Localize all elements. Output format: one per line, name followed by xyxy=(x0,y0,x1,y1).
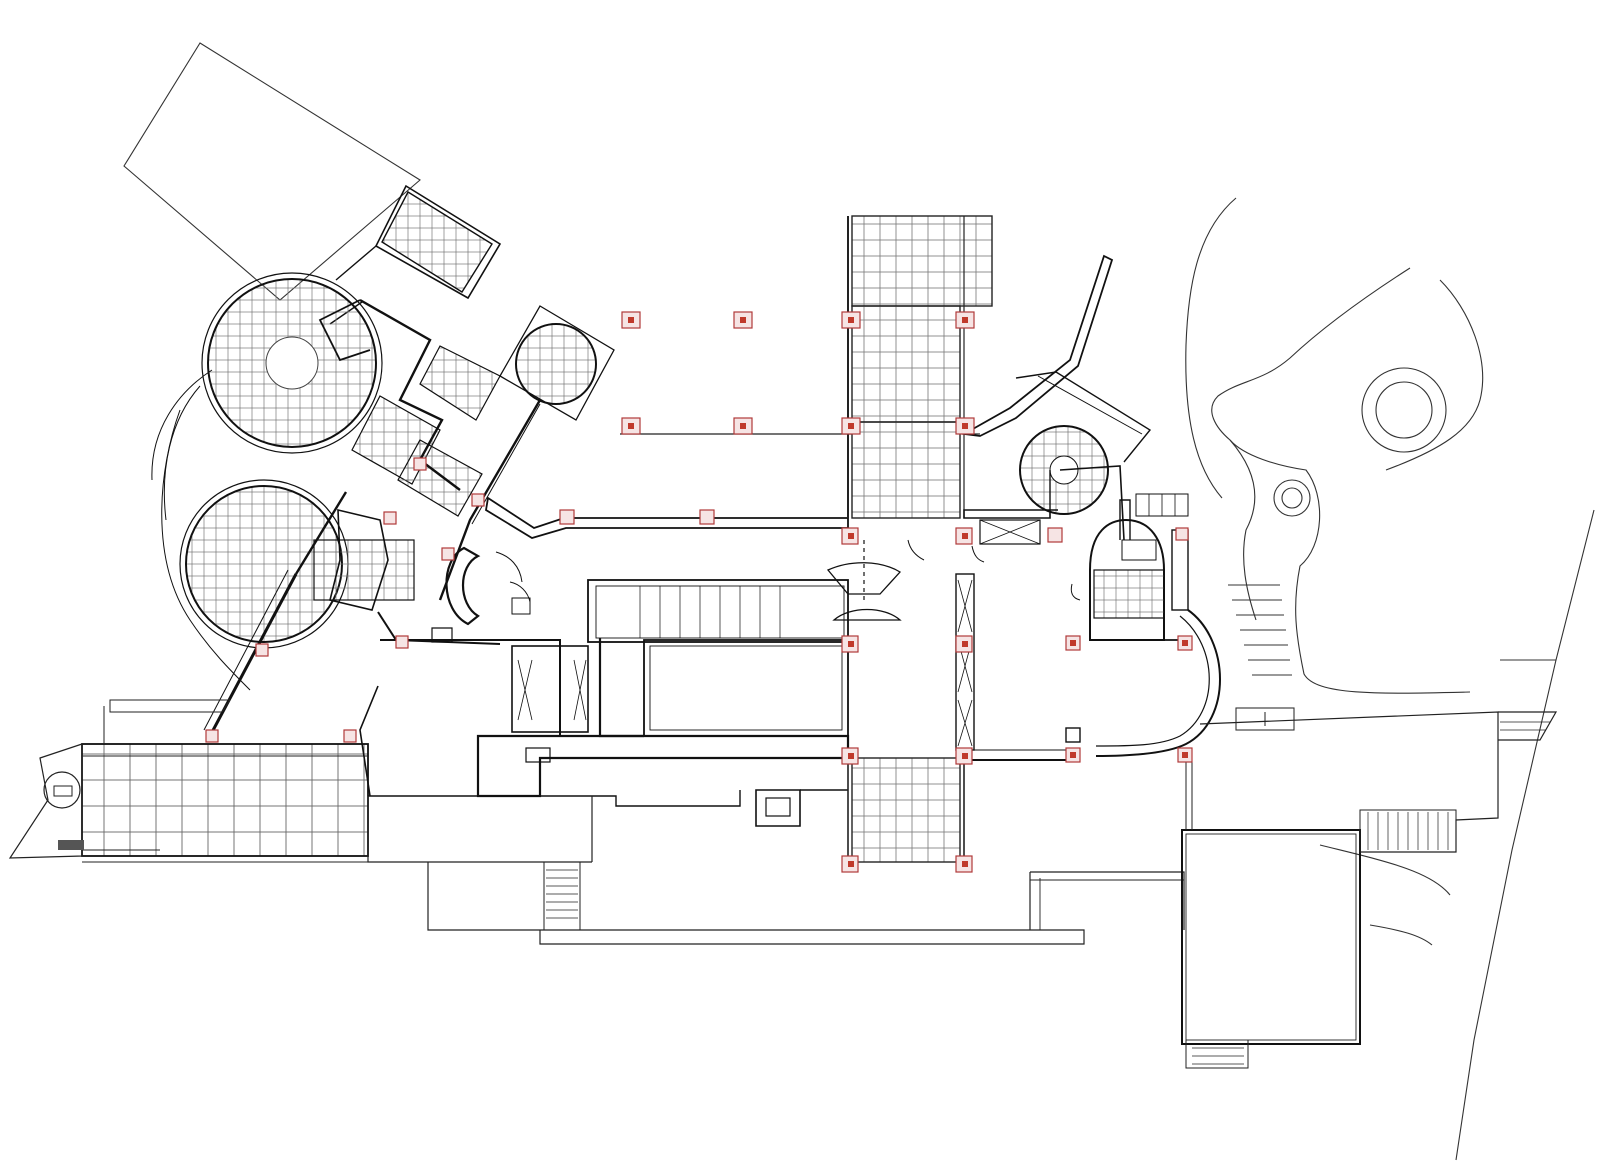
central-walkway xyxy=(620,215,993,872)
site-outline xyxy=(123,42,1595,1161)
left-wing xyxy=(151,184,615,737)
right-wing xyxy=(955,254,1221,761)
column-marker-cores xyxy=(628,317,1188,867)
central-walls xyxy=(359,496,985,827)
lower-terraces xyxy=(367,711,1558,1069)
left-pergola xyxy=(8,699,369,863)
